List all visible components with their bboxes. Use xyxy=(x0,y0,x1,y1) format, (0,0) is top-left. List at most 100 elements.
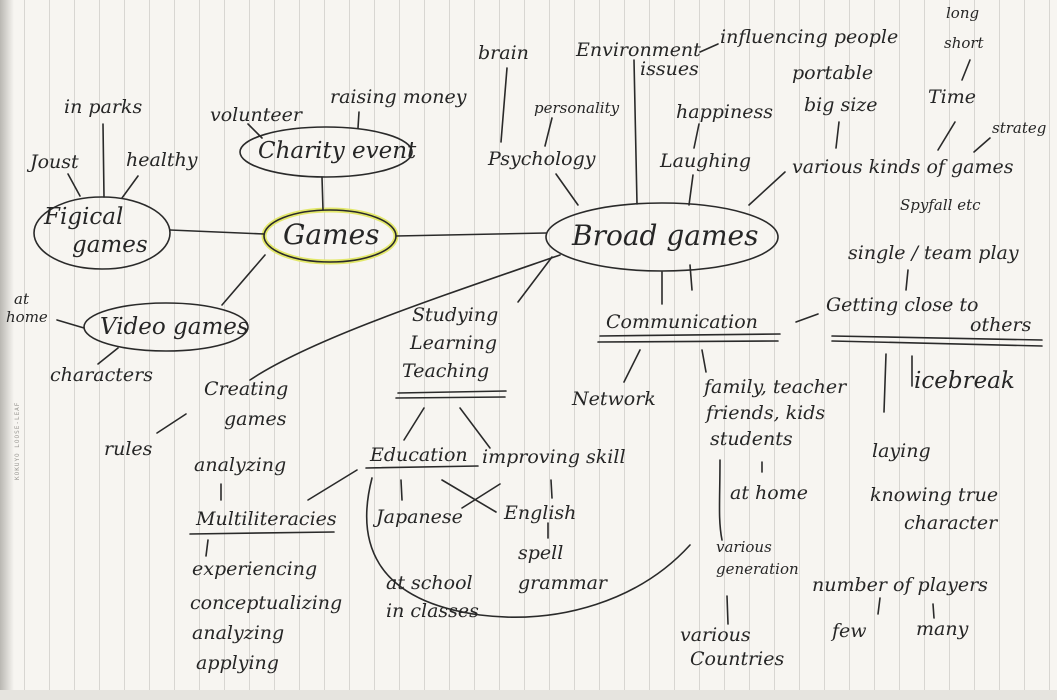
number-of-players-label: number of players xyxy=(812,574,988,596)
spell-label: spell xyxy=(518,542,564,564)
link-close-laying xyxy=(883,353,887,413)
link-personality xyxy=(544,117,553,147)
environment-label: Environment xyxy=(576,39,701,61)
many-label: many xyxy=(916,618,969,640)
link-video-characters xyxy=(97,347,119,365)
link-env-influencing xyxy=(699,43,719,53)
short-label: short xyxy=(944,34,984,52)
in-classes-label: in classes xyxy=(386,600,479,622)
underline-communication xyxy=(597,333,781,343)
link-games-charity xyxy=(321,176,324,211)
underline-multiliteracies xyxy=(189,531,335,535)
games-center-label: Games xyxy=(283,218,380,251)
link-students-generation xyxy=(718,459,723,541)
time-label: Time xyxy=(928,86,977,108)
in-parks-label: in parks xyxy=(64,96,143,118)
grammar-label: grammar xyxy=(518,572,608,594)
link-english-spell xyxy=(550,479,553,499)
analyzing-creating-label: analyzing xyxy=(194,454,287,476)
link-physical-joust xyxy=(67,173,81,197)
link-charity-volunteer xyxy=(247,123,263,139)
character-label: character xyxy=(904,512,998,534)
at-school-label: at school xyxy=(386,572,473,594)
strategy-label: strateg xyxy=(992,119,1047,137)
happiness-label: happiness xyxy=(676,101,773,123)
rules-label: rules xyxy=(104,438,153,460)
underline-education xyxy=(365,465,479,469)
link-laughing-broad xyxy=(688,174,694,206)
link-video-home xyxy=(56,319,85,329)
link-rules xyxy=(156,413,187,434)
link-long-time xyxy=(961,59,971,81)
link-players-few xyxy=(877,597,881,615)
charity-event-label: Charity event xyxy=(258,138,417,164)
physical-games-label-2: games xyxy=(72,232,148,258)
link-brain xyxy=(500,67,508,143)
various-countries-label-1: various xyxy=(680,624,751,646)
joust-label: Joust xyxy=(30,151,79,173)
link-school-bracket xyxy=(365,477,691,618)
psychology-label: Psychology xyxy=(488,148,596,170)
charity-event-oval xyxy=(239,126,413,178)
friends-kids-label: friends, kids xyxy=(706,402,826,424)
icebreak-label: icebreak xyxy=(914,368,1015,394)
applying-label: applying xyxy=(196,652,279,674)
big-size-label: big size xyxy=(804,94,878,116)
raising-money-label: raising money xyxy=(330,86,467,108)
conceptualizing-label: conceptualizing xyxy=(190,592,343,614)
link-psych-broad xyxy=(555,173,579,206)
characters-label: characters xyxy=(50,364,153,386)
home-label: home xyxy=(6,308,48,326)
studying-label: Studying xyxy=(412,304,499,326)
multiliteracies-label: Multiliteracies xyxy=(196,508,337,530)
link-charity-money xyxy=(357,111,360,129)
various-countries-label-2: Countries xyxy=(690,648,785,670)
link-broad-down xyxy=(689,264,693,291)
education-label: Education xyxy=(370,444,468,466)
personality-label: personality xyxy=(534,99,620,117)
video-games-label: Video games xyxy=(100,314,249,340)
creating-label: Creating xyxy=(204,378,289,400)
knowing-true-label: knowing true xyxy=(870,484,999,506)
various-generation-label-1: various xyxy=(716,538,772,556)
others-label: others xyxy=(970,314,1032,336)
link-comm-getting xyxy=(795,313,819,323)
link-physical-parks xyxy=(102,123,105,198)
issues-label: issues xyxy=(640,58,699,80)
portable-label: portable xyxy=(792,62,874,84)
link-broad-creating xyxy=(249,254,561,381)
link-various-broad xyxy=(748,171,786,206)
broad-games-label: Broad games xyxy=(572,219,759,252)
various-kinds-of-games-label: various kinds of games xyxy=(792,156,1014,178)
volunteer-label: volunteer xyxy=(210,104,302,126)
spyfall-label: Spyfall etc xyxy=(900,196,981,214)
video-games-oval xyxy=(83,302,249,352)
link-single-getting xyxy=(905,269,909,291)
comm-at-home-label: at home xyxy=(730,482,808,504)
link-games-physical xyxy=(169,229,265,235)
link-broad-studying xyxy=(517,256,553,303)
link-players-many xyxy=(932,603,935,619)
page-edge-shadow xyxy=(0,0,14,700)
japanese-label: Japanese xyxy=(376,506,463,528)
long-label: long xyxy=(946,4,980,22)
improving-skill-label: improving skill xyxy=(482,446,626,468)
physical-games-oval xyxy=(33,196,171,270)
getting-close-label: Getting close to xyxy=(826,294,979,316)
various-generation-label-2: generation xyxy=(716,560,799,578)
creating-games-label: games xyxy=(224,408,287,430)
influencing-people-label: influencing people xyxy=(720,26,899,48)
link-bigsize xyxy=(835,121,840,149)
link-happiness xyxy=(693,123,700,149)
link-comm-network xyxy=(623,349,641,383)
brain-label: brain xyxy=(478,42,529,64)
single-team-play-label: single / team play xyxy=(848,242,1019,264)
analyzing-label: analyzing xyxy=(192,622,285,644)
at-label: at xyxy=(14,290,29,308)
link-teaching-improving xyxy=(459,407,491,449)
underline-teaching xyxy=(395,390,507,399)
teaching-label: Teaching xyxy=(402,360,490,382)
physical-games-label-1: Figical xyxy=(44,204,124,230)
